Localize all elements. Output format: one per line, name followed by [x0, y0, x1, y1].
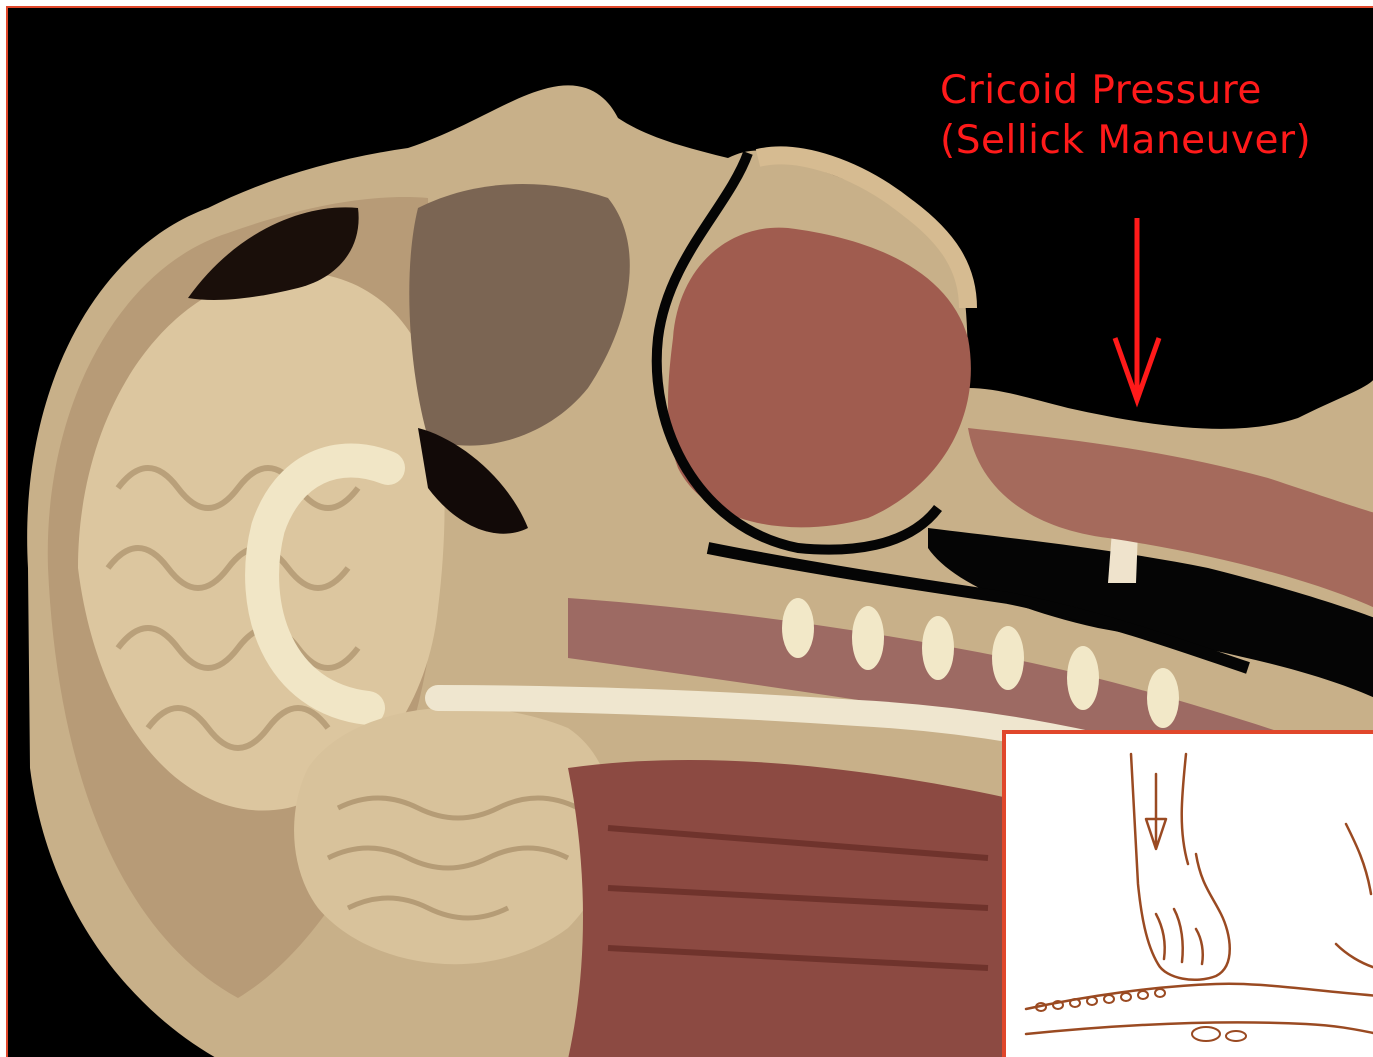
- lower-structures: [1192, 1027, 1246, 1041]
- hand-drawing: [1006, 734, 1373, 1057]
- inset-illustration: [1002, 730, 1373, 1057]
- finger-lines: [1156, 909, 1203, 964]
- caption-line-1: Cricoid Pressure: [940, 66, 1311, 116]
- cerebellum: [294, 707, 613, 964]
- hand-outline: [1131, 754, 1230, 980]
- second-hand-outline: [1336, 824, 1373, 969]
- tracheal-rings: [1036, 989, 1165, 1011]
- annotation-caption: Cricoid Pressure (Sellick Maneuver): [940, 66, 1311, 166]
- image-frame: Cricoid Pressure (Sellick Maneuver): [6, 6, 1373, 1057]
- caption-line-2: (Sellick Maneuver): [940, 116, 1311, 166]
- neck-outline: [1026, 984, 1373, 1034]
- down-arrow-icon: [1146, 774, 1166, 849]
